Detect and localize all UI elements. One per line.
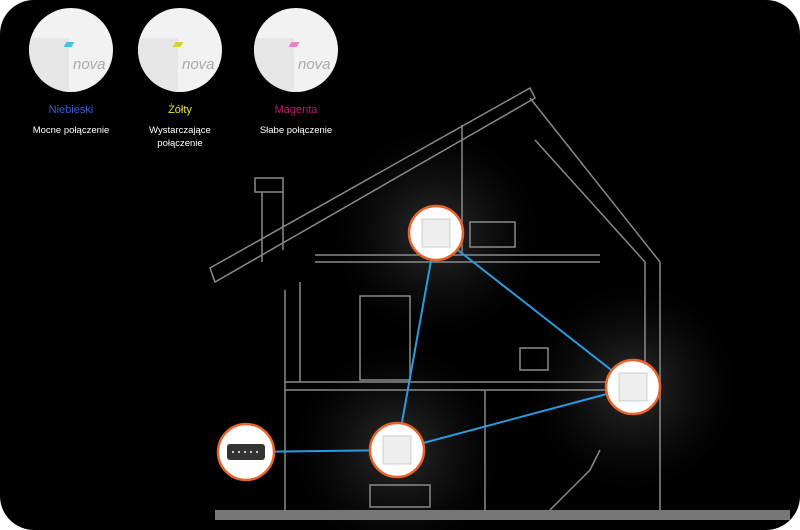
legend-blue: nova Niebieski Mocne połączenie [16, 8, 126, 137]
color-name: Żółty [168, 104, 192, 116]
color-name: Niebieski [48, 104, 94, 116]
nova-node-image: nova [254, 8, 338, 92]
nova-node-attic [407, 204, 465, 262]
legend-yellow: nova Żółty Wystarczające połączenie [125, 8, 235, 150]
color-description: Słabe połączenie [259, 125, 333, 136]
color-name: Magenta [274, 104, 318, 116]
legend-magenta: nova Magenta Słabe połączenie [241, 8, 351, 137]
nova-node-image: nova [138, 8, 222, 92]
mesh-links [245, 232, 634, 453]
router [216, 422, 276, 482]
nova-node-ground [368, 421, 426, 479]
color-description: Mocne połączenie [32, 125, 110, 136]
ground [215, 510, 790, 520]
color-description: Wystarczające połączenie [149, 125, 211, 149]
nova-node-right [604, 358, 662, 416]
house-outline [209, 86, 661, 511]
nova-node-image: nova [29, 8, 113, 92]
